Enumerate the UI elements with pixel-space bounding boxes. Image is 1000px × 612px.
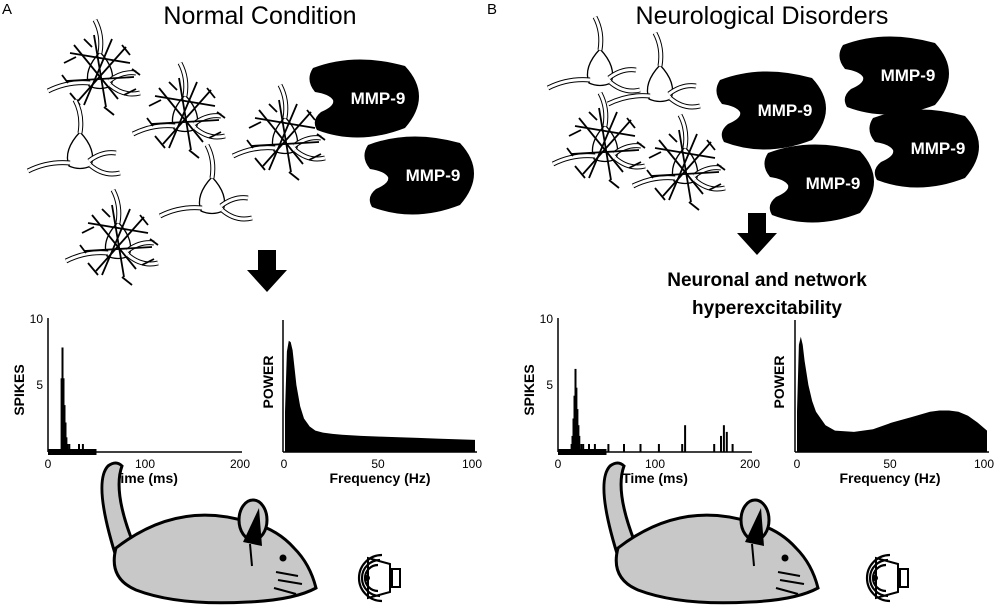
x-axis-label: Frequency (Hz) xyxy=(839,470,940,486)
result-line-1: Neuronal and network xyxy=(667,270,867,291)
spike-histogram-a: 10 5 0 100 200 Time (ms) SPIKES xyxy=(11,312,250,486)
power-spectrum-a: 0 50 100 Frequency (Hz) POWER xyxy=(260,320,482,486)
spike-bar xyxy=(593,444,596,452)
spike-bar xyxy=(731,444,734,452)
result-line-2: hyperexcitability xyxy=(692,298,842,319)
x-tick-label: 100 xyxy=(462,457,482,471)
x-tick-label: 0 xyxy=(794,457,801,471)
y-tick-label: 5 xyxy=(36,378,43,392)
spike-bar xyxy=(66,444,69,452)
x-tick-label: 100 xyxy=(974,457,994,471)
y-axis-label: SPIKES xyxy=(521,364,537,415)
x-tick-label: 50 xyxy=(371,457,385,471)
panel-a-title: Normal Condition xyxy=(163,2,356,30)
y-axis-label: SPIKES xyxy=(11,364,27,415)
spike-histogram-b: 10 5 0 100 200 Time (ms) SPIKES xyxy=(521,312,760,486)
x-axis-label: Frequency (Hz) xyxy=(329,470,430,486)
power-area xyxy=(797,336,987,452)
x-tick-label: 200 xyxy=(230,457,250,471)
astrocyte-icon xyxy=(633,115,725,210)
power-area xyxy=(285,340,475,452)
spike-bar xyxy=(681,444,684,452)
panel-b-title: Neurological Disorders xyxy=(636,2,889,30)
spike-bar xyxy=(722,425,725,452)
x-tick-label: 100 xyxy=(135,457,155,471)
spike-bar xyxy=(713,444,716,452)
mmp9-label: MMP-9 xyxy=(351,89,406,108)
y-tick-label: 10 xyxy=(540,312,554,326)
x-tick-label: 200 xyxy=(740,457,760,471)
mmp9-label: MMP-9 xyxy=(758,101,813,120)
x-axis-label: Time (ms) xyxy=(112,470,178,486)
power-spectrum-b: 0 50 100 Frequency (Hz) POWER xyxy=(771,320,994,486)
down-arrow-icon xyxy=(737,213,777,255)
astrocyte-icon xyxy=(133,63,225,158)
y-axis-label: POWER xyxy=(771,356,787,409)
panel-b-letter: B xyxy=(487,1,497,18)
down-arrow-icon xyxy=(247,250,287,292)
speaker-icon xyxy=(865,553,910,603)
x-tick-label: 0 xyxy=(555,457,562,471)
x-tick-label: 0 xyxy=(281,457,288,471)
spike-bar xyxy=(657,444,660,452)
y-tick-label: 5 xyxy=(546,378,553,392)
mmp9-label: MMP-9 xyxy=(881,66,936,85)
spike-bar xyxy=(684,425,687,452)
spike-bar xyxy=(81,444,84,452)
spike-bar xyxy=(720,435,722,452)
speaker-icon xyxy=(357,553,402,603)
stimulus-bar xyxy=(48,449,97,455)
spike-bar xyxy=(623,444,625,452)
spike-bar xyxy=(578,435,581,452)
y-axis-label: POWER xyxy=(260,356,276,409)
spike-bar xyxy=(588,444,590,452)
spike-bar xyxy=(580,444,583,452)
astrocyte-icon xyxy=(233,85,325,180)
spike-bars xyxy=(60,347,84,452)
astrocyte-icon xyxy=(553,93,645,188)
spike-bars xyxy=(570,368,734,452)
spike-bar xyxy=(725,431,728,452)
spike-bar xyxy=(78,444,80,452)
astrocyte-icon xyxy=(48,20,140,115)
mmp9-label: MMP-9 xyxy=(406,166,461,185)
y-tick-label: 10 xyxy=(30,312,44,326)
neuron-icon xyxy=(28,100,120,174)
panel-a-letter: A xyxy=(2,1,12,18)
mmp9-label: MMP-9 xyxy=(806,174,861,193)
x-tick-label: 100 xyxy=(645,457,665,471)
x-axis-label: Time (ms) xyxy=(622,470,688,486)
spike-bar xyxy=(64,422,67,452)
spike-bar xyxy=(607,444,610,452)
mmp9-label: MMP-9 xyxy=(911,139,966,158)
x-tick-label: 0 xyxy=(45,457,52,471)
x-tick-label: 50 xyxy=(883,457,897,471)
spike-bar xyxy=(68,444,71,452)
astrocyte-icon xyxy=(66,190,158,285)
spike-bar xyxy=(582,444,585,452)
neuron-icon xyxy=(548,17,640,91)
spike-bar xyxy=(639,444,642,452)
